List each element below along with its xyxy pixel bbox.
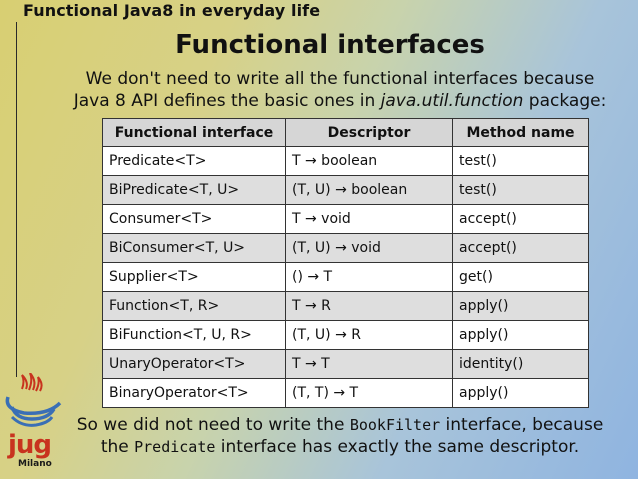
outro-line-1-prefix: So we did not need to write the [76, 415, 350, 435]
predicate-code: Predicate [134, 438, 216, 456]
method-cell: apply() [452, 291, 589, 321]
table-row: BinaryOperator<T> (T, T) → T apply() [102, 378, 589, 408]
descriptor-cell: T → void [285, 204, 453, 234]
descriptor-cell: (T, U) → void [285, 233, 453, 263]
interface-cell: UnaryOperator<T> [102, 349, 286, 379]
header-method-name: Method name [452, 118, 589, 147]
page-title: Functional interfaces [175, 30, 485, 60]
functional-interfaces-table: Functional interface Descriptor Method n… [102, 118, 589, 408]
outro-line-2: the Predicate interface has exactly the … [60, 436, 620, 458]
interface-cell: BiFunction<T, U, R> [102, 320, 286, 350]
table-row: Supplier<T> () → T get() [102, 262, 589, 292]
interface-cell: Function<T, R> [102, 291, 286, 321]
descriptor-cell: (T, U) → boolean [285, 175, 453, 205]
method-cell: accept() [452, 233, 589, 263]
interface-cell: BiPredicate<T, U> [102, 175, 286, 205]
descriptor-cell: (T, T) → T [285, 378, 453, 408]
table-row: BiConsumer<T, U> (T, U) → void accept() [102, 233, 589, 263]
outro-line-1-suffix: interface, because [440, 415, 604, 435]
interface-cell: Consumer<T> [102, 204, 286, 234]
table-header-row: Functional interface Descriptor Method n… [102, 118, 589, 147]
interface-cell: BinaryOperator<T> [102, 378, 286, 408]
method-cell: identity() [452, 349, 589, 379]
table-row: Predicate<T> T → boolean test() [102, 146, 589, 176]
outro-line-1: So we did not need to write the BookFilt… [60, 414, 620, 436]
java-cup-icon [5, 373, 62, 427]
method-cell: accept() [452, 204, 589, 234]
descriptor-cell: () → T [285, 262, 453, 292]
logo-milano: Milano [18, 459, 52, 469]
method-cell: apply() [452, 320, 589, 350]
descriptor-cell: T → R [285, 291, 453, 321]
intro-line-2-prefix: Java 8 API defines the basic ones in [73, 91, 381, 111]
method-cell: get() [452, 262, 589, 292]
interface-cell: BiConsumer<T, U> [102, 233, 286, 263]
intro-text: We don't need to write all the functiona… [60, 68, 620, 112]
method-cell: apply() [452, 378, 589, 408]
descriptor-cell: T → T [285, 349, 453, 379]
outro-line-2-prefix: the [100, 437, 135, 457]
interface-cell: Predicate<T> [102, 146, 286, 176]
header-functional-interface: Functional interface [102, 118, 286, 147]
logo-jug: jug [8, 430, 52, 460]
table-row: BiFunction<T, U, R> (T, U) → R apply() [102, 320, 589, 350]
table-row: BiPredicate<T, U> (T, U) → boolean test(… [102, 175, 589, 205]
method-cell: test() [452, 175, 589, 205]
intro-line-1: We don't need to write all the functiona… [85, 69, 595, 89]
descriptor-cell: (T, U) → R [285, 320, 453, 350]
intro-line-2-suffix: package: [523, 91, 607, 111]
table-row: Function<T, R> T → R apply() [102, 291, 589, 321]
bookfilter-code: BookFilter [349, 416, 441, 434]
package-name: java.util.function [380, 91, 524, 111]
table-row: Consumer<T> T → void accept() [102, 204, 589, 234]
interface-cell: Supplier<T> [102, 262, 286, 292]
intro-line-2: Java 8 API defines the basic ones in jav… [60, 90, 620, 112]
deck-title: Functional Java8 in everyday life [23, 1, 321, 20]
table-row: UnaryOperator<T> T → T identity() [102, 349, 589, 379]
method-cell: test() [452, 146, 589, 176]
outro-line-2-suffix: interface has exactly the same descripto… [215, 437, 580, 457]
descriptor-cell: T → boolean [285, 146, 453, 176]
header-descriptor: Descriptor [285, 118, 453, 147]
outro-text: So we did not need to write the BookFilt… [60, 414, 620, 458]
left-divider [16, 22, 17, 377]
